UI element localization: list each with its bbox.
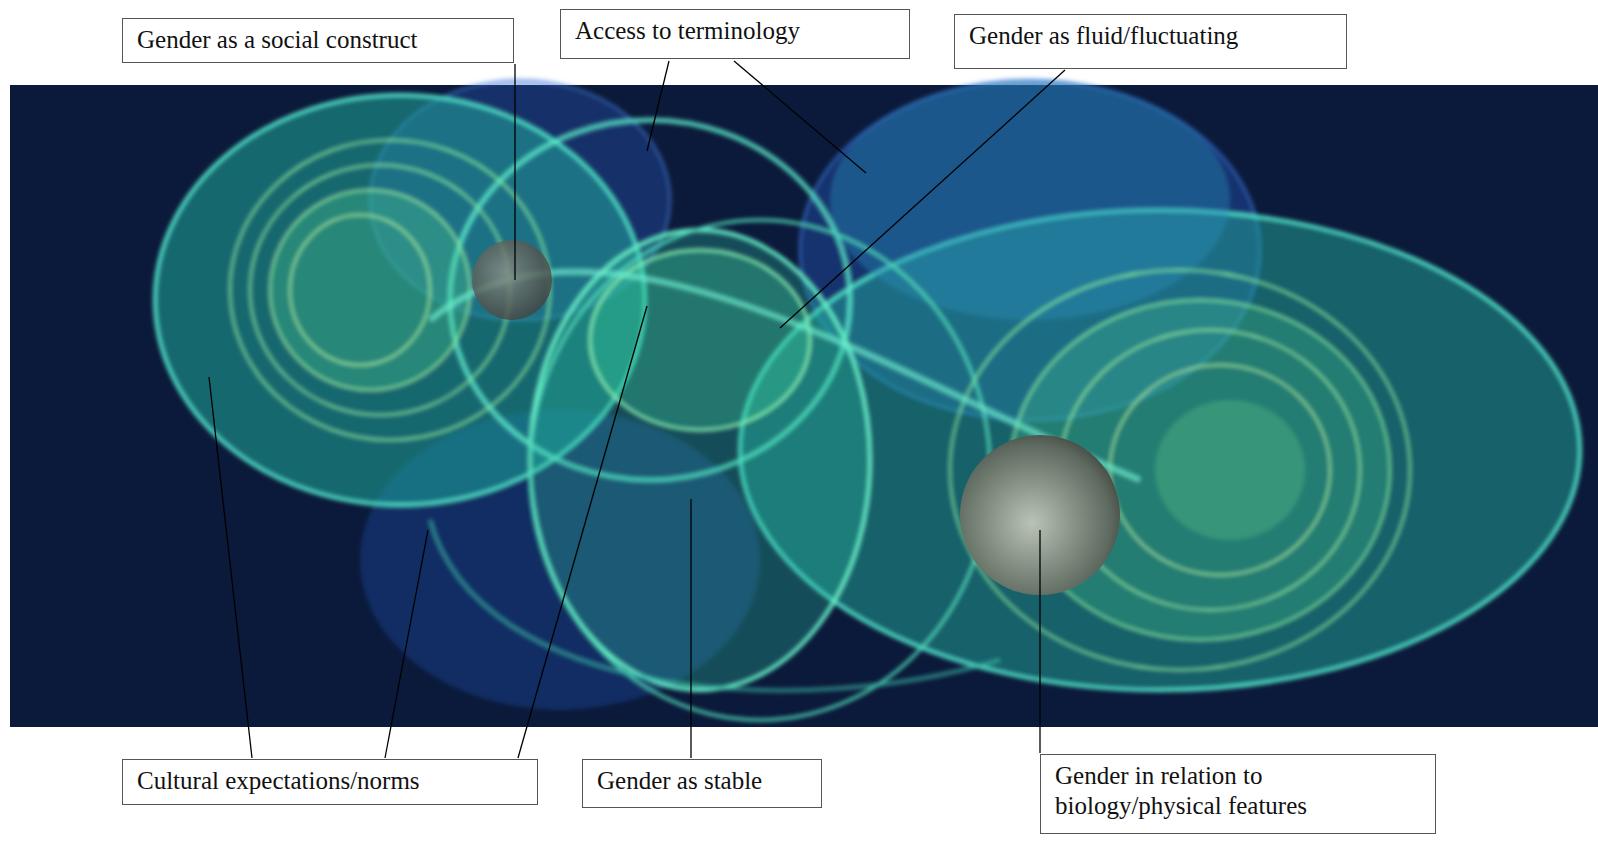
- label-box: Gender in relation to biology/physical f…: [1040, 754, 1436, 834]
- small-sphere: [472, 240, 552, 320]
- label-box: Cultural expectations/norms: [122, 759, 538, 805]
- label-text: Access to terminology: [575, 16, 895, 46]
- label-box: Gender as stable: [582, 759, 822, 808]
- label-text: Gender as a social construct: [137, 25, 499, 55]
- leader-line: [690, 499, 691, 758]
- leader-line: [734, 61, 866, 173]
- leader-line: [647, 61, 669, 151]
- wave-shapes: [155, 80, 1580, 720]
- dark-ground: [10, 85, 1598, 727]
- label-text: Cultural expectations/norms: [137, 766, 523, 796]
- leader-line: [385, 530, 428, 758]
- label-box: Gender as fluid/fluctuating: [954, 14, 1347, 69]
- leader-line: [514, 64, 515, 280]
- leader-line: [1039, 530, 1040, 753]
- label-text: Gender in relation to biology/physical f…: [1055, 761, 1345, 821]
- leader-line: [780, 70, 1065, 328]
- label-text: Gender as fluid/fluctuating: [969, 21, 1332, 51]
- label-box: Gender as a social construct: [122, 18, 514, 63]
- label-box: Access to terminology: [560, 9, 910, 59]
- label-text: Gender as stable: [597, 766, 807, 796]
- leader-line: [209, 377, 252, 758]
- leader-line: [518, 306, 647, 758]
